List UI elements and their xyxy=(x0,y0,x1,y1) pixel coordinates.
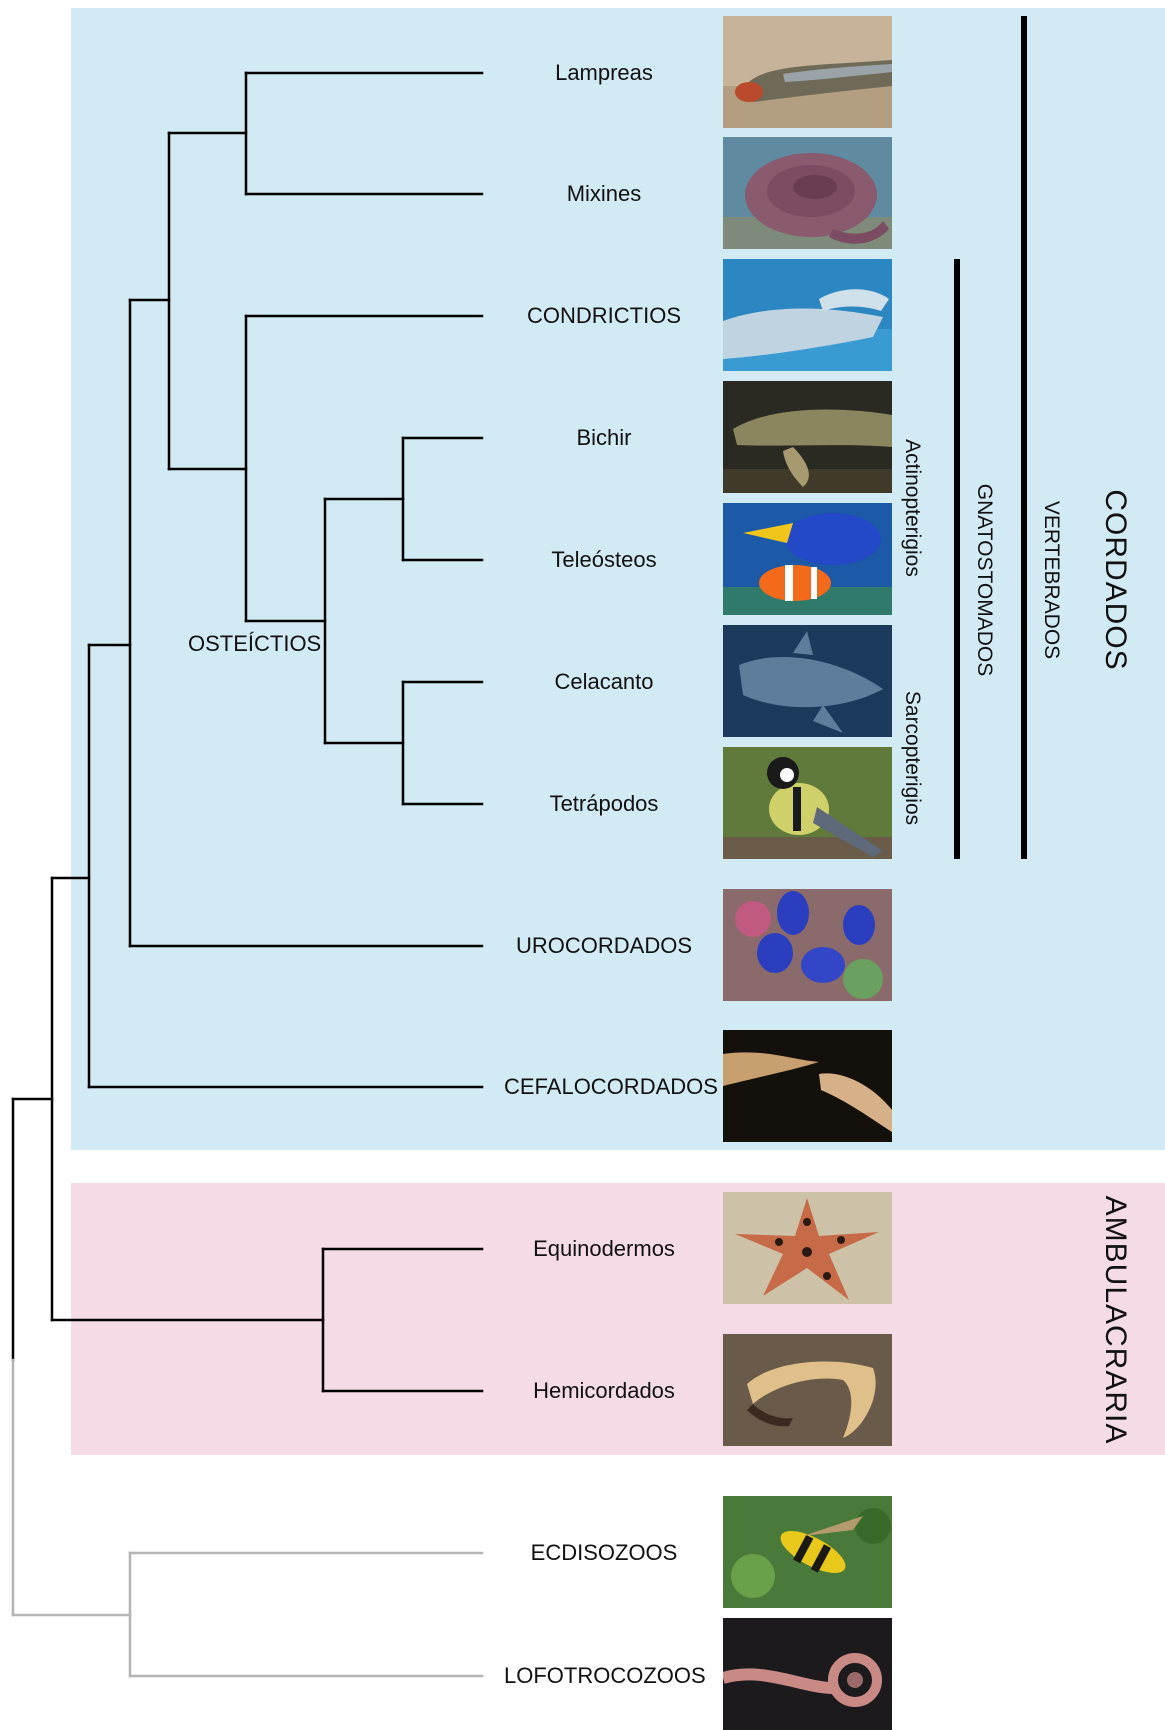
coelacanth-photo xyxy=(723,625,892,737)
bichir-fish-photo xyxy=(723,381,892,493)
group-label-ambulacraria: AMBULACRARIA xyxy=(1098,1196,1132,1445)
node-label-osteictios: OSTEÍCTIOS xyxy=(188,631,321,657)
taxon-label-cefalocordados: CEFALOCORDADOS xyxy=(504,1074,704,1100)
group-label-gnatostomados: GNATOSTOMADOS xyxy=(972,484,996,677)
hammerhead-shark-photo xyxy=(723,259,892,371)
group-label-vertebrados: VERTEBRADOS xyxy=(1039,501,1063,659)
taxon-label-urocordados: UROCORDADOS xyxy=(504,933,704,959)
wasp-photo xyxy=(723,1496,892,1608)
taxon-label-teleosteos: Teleósteos xyxy=(504,547,704,573)
taxon-label-equinodermos: Equinodermos xyxy=(504,1236,704,1262)
acorn-worm-photo xyxy=(723,1334,892,1446)
taxon-label-lofotrocozoos: LOFOTROCOZOOS xyxy=(504,1663,704,1689)
great-tit-bird-photo xyxy=(723,747,892,859)
taxon-label-tetrapodos: Tetrápodos xyxy=(504,791,704,817)
hagfish-photo xyxy=(723,137,892,249)
polychaete-worm-photo xyxy=(723,1618,892,1730)
taxon-label-ecdisozoos: ECDISOZOOS xyxy=(504,1540,704,1566)
vertebrados-bar xyxy=(1021,16,1027,859)
clownfish-and-tang-photo xyxy=(723,503,892,615)
gnatostomados-bar xyxy=(954,259,960,859)
chocolate-chip-starfish-photo xyxy=(723,1192,892,1304)
taxon-label-lampreas: Lampreas xyxy=(504,60,704,86)
taxon-label-bichir: Bichir xyxy=(504,425,704,451)
taxon-label-hemicordados: Hemicordados xyxy=(504,1378,704,1404)
group-label-sarcopterigios: Sarcopterigios xyxy=(900,691,924,825)
taxon-label-celacanto: Celacanto xyxy=(504,669,704,695)
taxon-label-condrictios: CONDRICTIOS xyxy=(504,303,704,329)
lamprey-photo xyxy=(723,16,892,128)
blue-tunicate-photo xyxy=(723,889,892,1001)
lancelet-photo xyxy=(723,1030,892,1142)
group-label-cordados: CORDADOS xyxy=(1098,489,1132,670)
group-label-actinopterigios: Actinopterigios xyxy=(900,439,924,577)
taxon-label-mixines: Mixines xyxy=(504,181,704,207)
